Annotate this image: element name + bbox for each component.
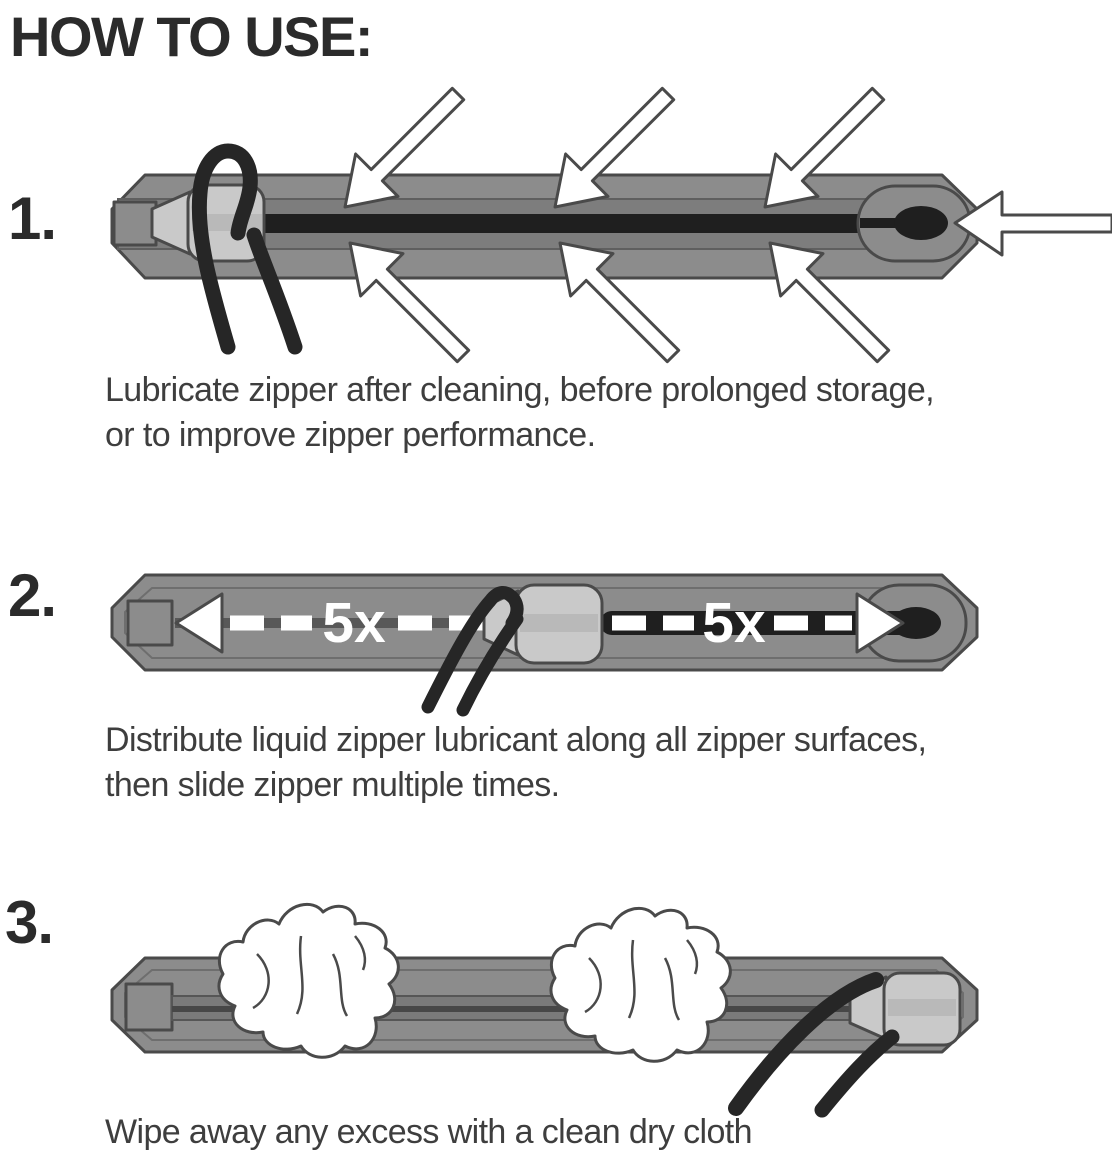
zipper-stop-box [112, 200, 158, 247]
step-2-number: 2. [8, 562, 57, 629]
track-connector [860, 218, 900, 228]
zipper-cord [421, 586, 524, 717]
step-1-illustration [110, 86, 1112, 364]
repeat-count-left: 5x [322, 591, 386, 655]
step-2-caption: Distribute liquid zipper lubricant along… [105, 718, 1105, 808]
step-3-caption: Wipe away any excess with a clean dry cl… [105, 1110, 1105, 1155]
slide-arrow-left-icon [174, 592, 224, 654]
applicator-arrow-icon [953, 190, 1112, 257]
page-title: HOW TO USE: [10, 5, 374, 68]
step-3-number: 3. [5, 889, 54, 956]
zipper-end-hole [891, 607, 941, 639]
caption-line: Wipe away any excess with a clean dry cl… [105, 1113, 753, 1151]
step-2-illustration: 5x 5x [110, 573, 979, 717]
caption-line: Lubricate zipper after cleaning, before … [105, 371, 935, 409]
step-1-number: 1. [8, 185, 57, 252]
zipper-track [175, 618, 490, 628]
step-1-caption: Lubricate zipper after cleaning, before … [105, 368, 1105, 458]
repeat-count-right: 5x [702, 591, 766, 655]
zipper-cord [728, 972, 900, 1118]
zipper-cord [191, 143, 303, 355]
caption-line: Distribute liquid zipper lubricant along… [105, 721, 927, 759]
zipper-track-line [172, 1006, 854, 1012]
step-3-illustration [110, 902, 979, 1118]
zipper-end-hole [894, 206, 948, 240]
caption-line: then slide zipper multiple times. [105, 766, 560, 804]
slide-arrow-right-icon [855, 592, 905, 654]
zipper-stop-box [124, 982, 174, 1032]
zipper-stop-box [126, 599, 174, 647]
caption-line: or to improve zipper performance. [105, 416, 596, 454]
zipper-track [248, 214, 908, 233]
